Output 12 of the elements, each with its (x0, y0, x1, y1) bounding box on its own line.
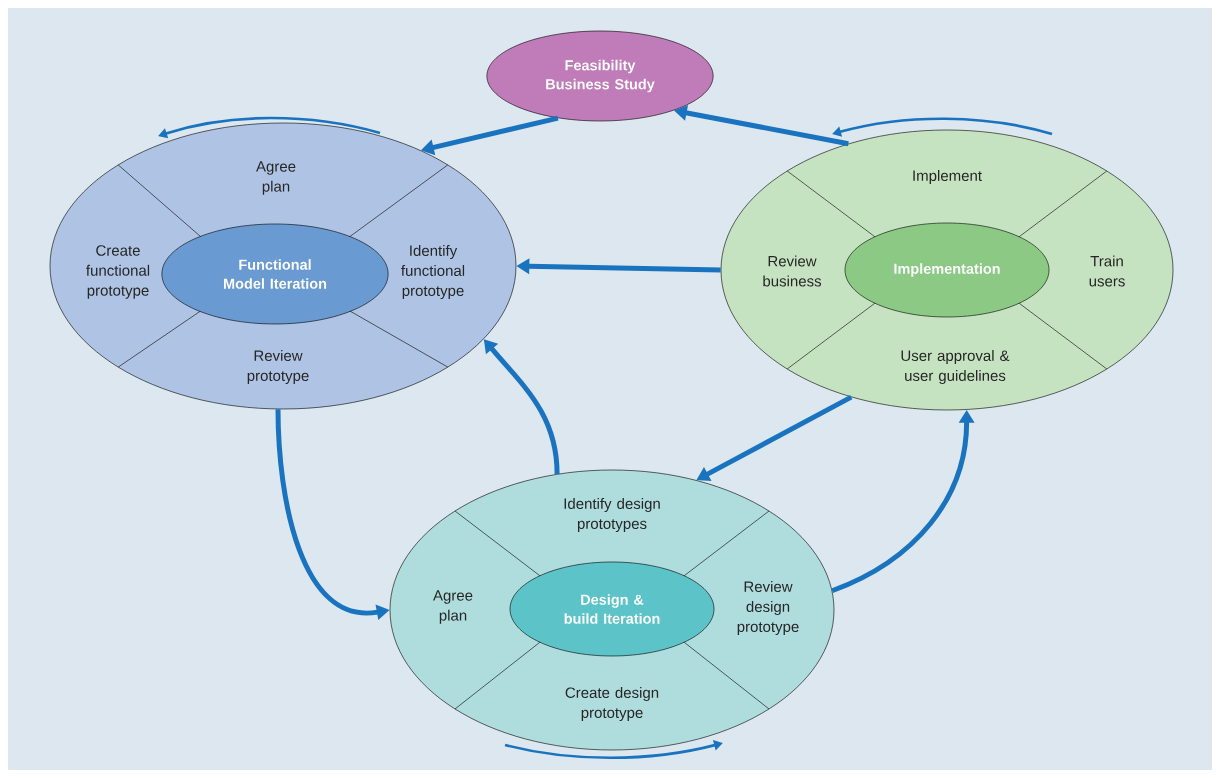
sector-label: Create design prototype (565, 687, 659, 721)
sector-label: Review design prototype (737, 581, 799, 635)
sector-label: Create functional prototype (86, 245, 150, 299)
sector-label: Review prototype (247, 350, 309, 384)
sector-label: Agree plan (256, 161, 296, 195)
sector-label: User approval & user guidelines (901, 350, 1010, 384)
sector-label: Identify functional prototype (401, 245, 465, 299)
sector-label: Agree plan (433, 590, 473, 624)
sector-label: Review business (763, 255, 822, 287)
sector-label: Train users (1089, 255, 1125, 287)
sector-label: Implement (913, 170, 982, 184)
sector-label: Identify design prototypes (564, 498, 660, 532)
